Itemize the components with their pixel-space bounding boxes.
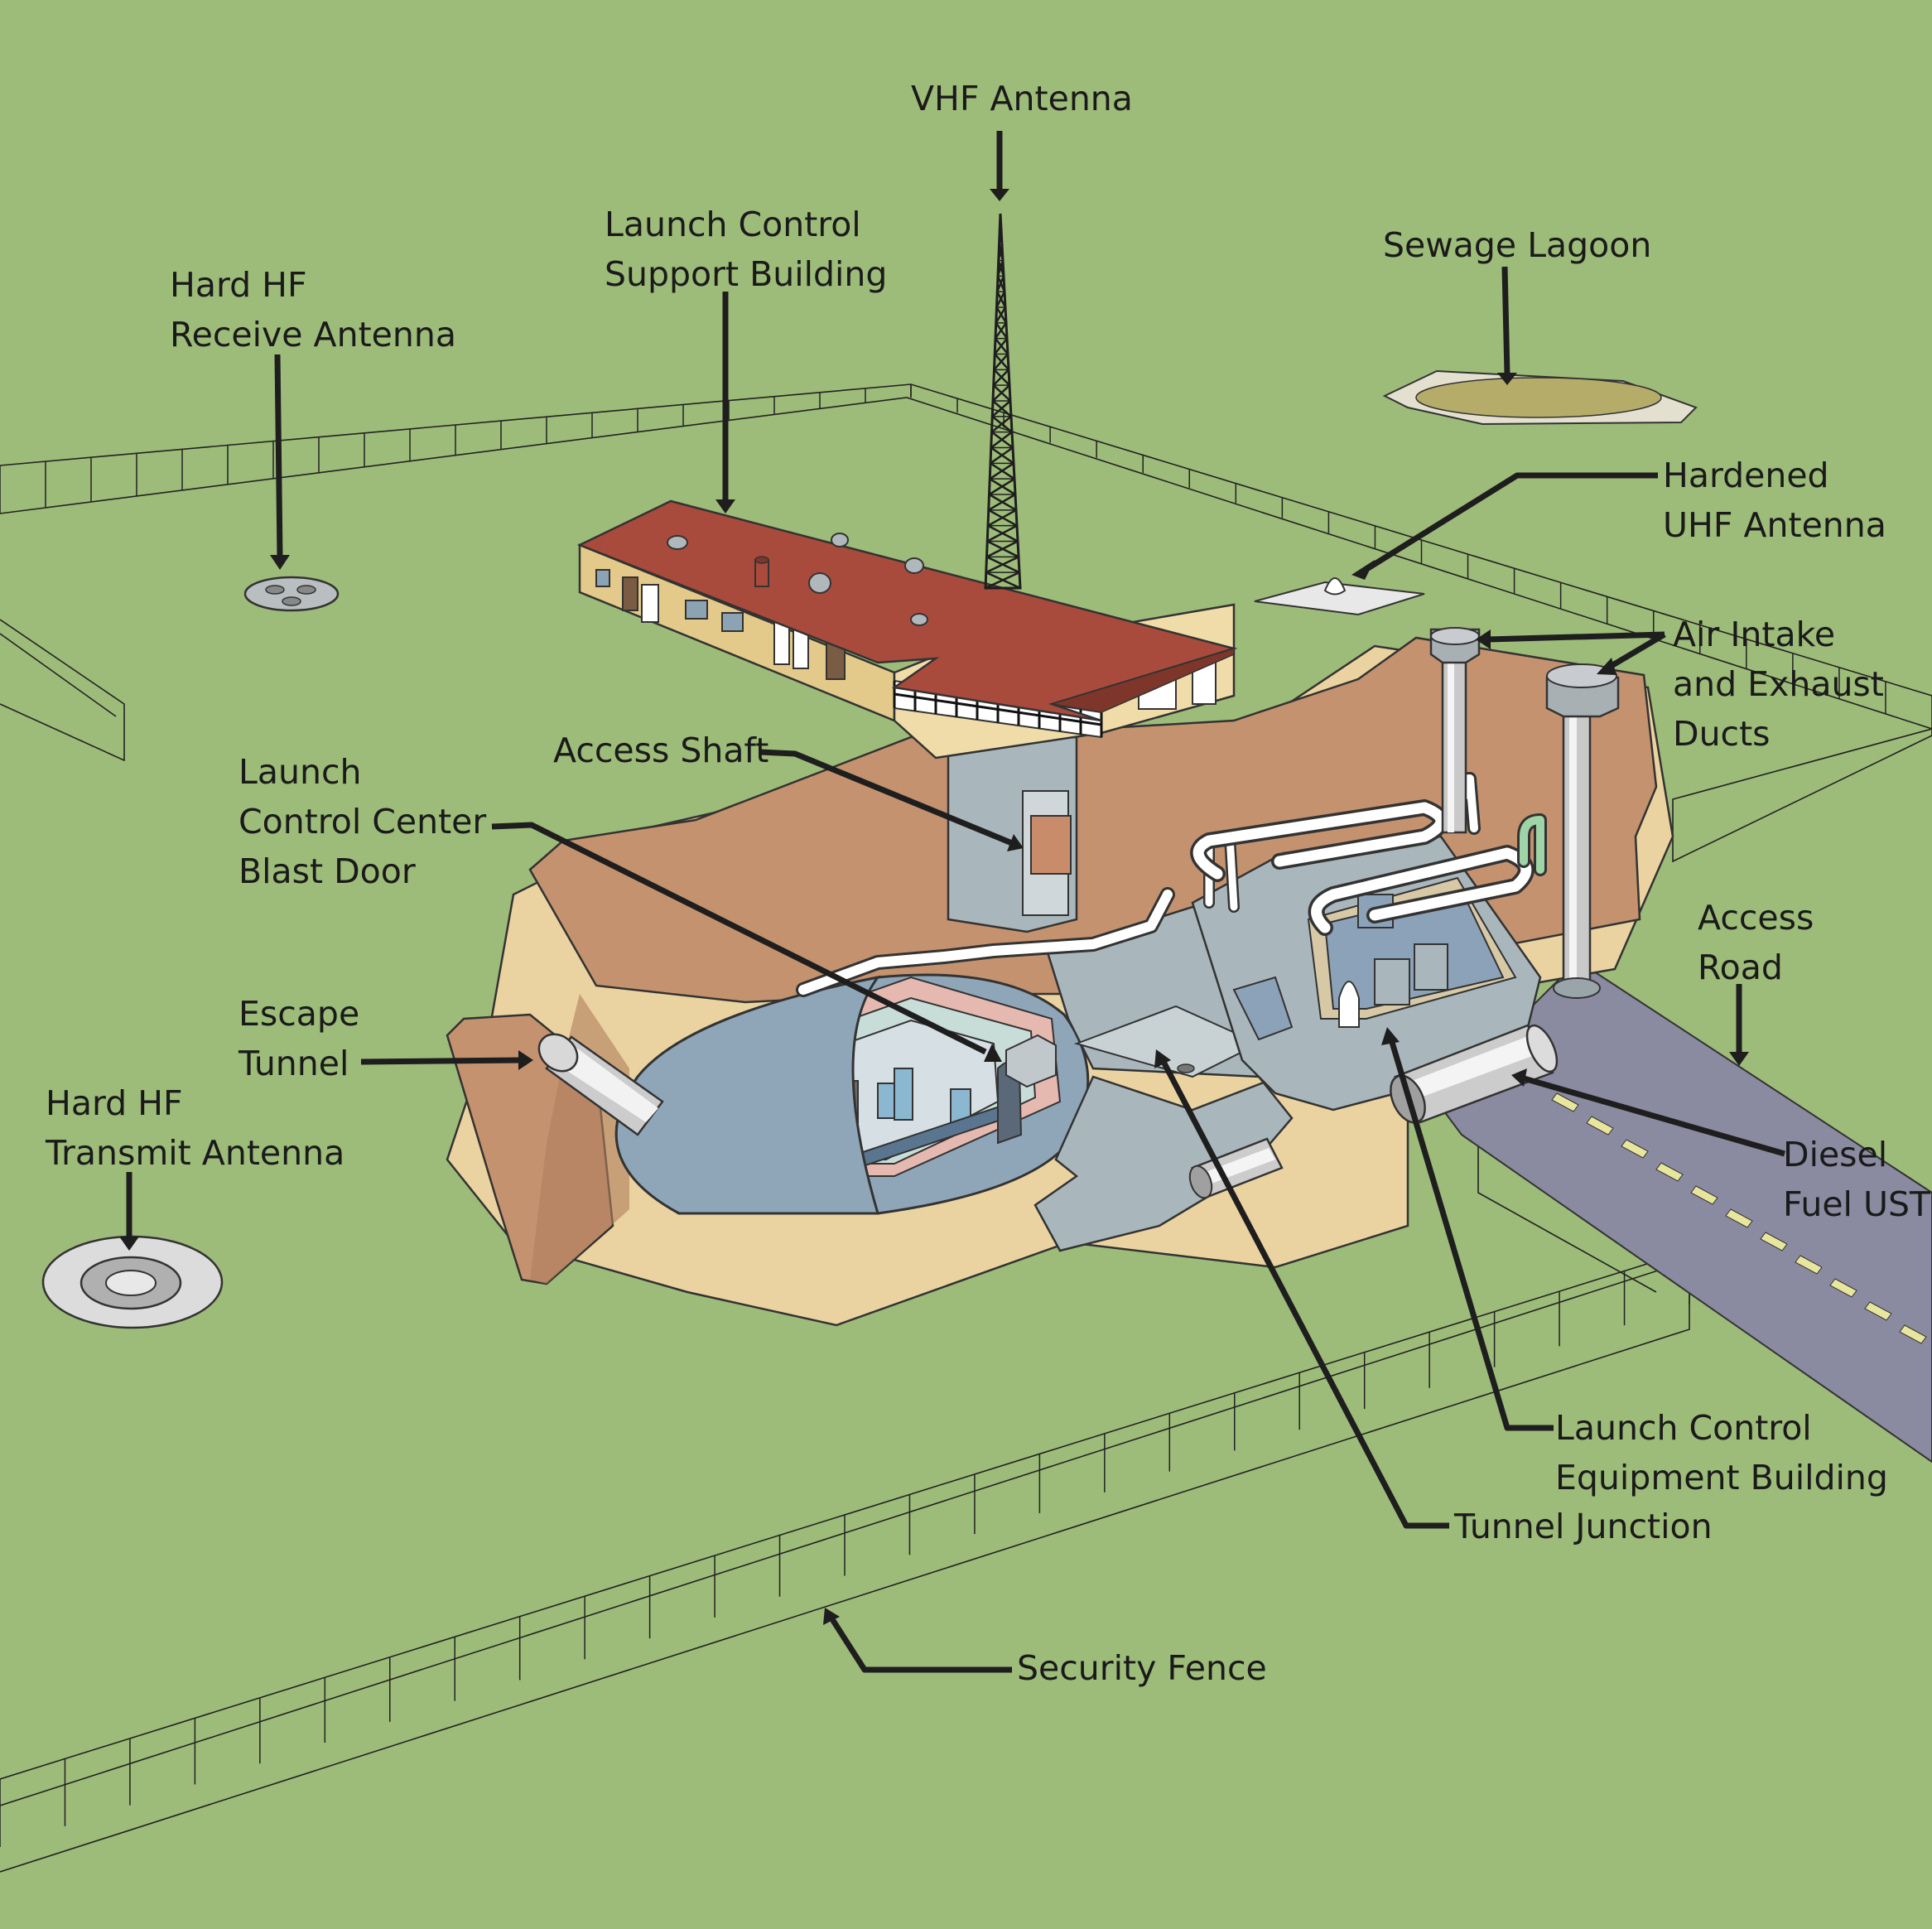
decor-line [995, 306, 1007, 324]
decor-line [992, 384, 1010, 402]
label-air-intake-line1: Air Intake [1673, 615, 1835, 654]
vhf-antenna-tower [984, 213, 1022, 590]
hard-hf-transmit-antenna [41, 1235, 224, 1329]
label-hardened-uhf-line2: UHF Antenna [1663, 505, 1886, 545]
road-stripe [1690, 1185, 1718, 1205]
label-hardened-uhf-line1: Hardened [1663, 456, 1829, 495]
road-stripe [1760, 1232, 1788, 1251]
label-access-shaft: Access Shaft [553, 731, 768, 770]
road-stripe [1829, 1278, 1857, 1298]
leader-lines [119, 131, 1785, 1673]
label-access-road-line1: Access [1698, 898, 1814, 938]
decor-line [985, 571, 1020, 590]
decor-line [998, 229, 1003, 245]
decor-line [988, 493, 1016, 511]
label-lcc-blast-door-line3: Blast Door [238, 851, 416, 891]
label-hard-hf-transmit-line1: Hard HF [46, 1083, 183, 1123]
road-stripe [1864, 1301, 1892, 1321]
launch-control-center-capsule [614, 973, 1090, 1215]
escape-tunnel [537, 1033, 664, 1136]
sewage-lagoon [1382, 369, 1698, 426]
label-sewage-lagoon: Sewage Lagoon [1383, 225, 1651, 265]
launch-control-support-building [576, 499, 1238, 933]
label-lcc-blast-door-line2: Control Center [238, 802, 486, 842]
decor-line [994, 337, 1008, 355]
air-intake-exhaust-ducts [1429, 627, 1620, 999]
road-stripe [1621, 1139, 1649, 1159]
road-stripe [1725, 1208, 1753, 1228]
label-lceb-line2: Equipment Building [1555, 1458, 1888, 1497]
decor-line [894, 692, 1102, 726]
lcc-blast-door [1005, 1034, 1057, 1088]
decor-line [996, 275, 1005, 292]
label-tunnel-junction: Tunnel Junction [1453, 1507, 1713, 1546]
label-hard-hf-receive-line2: Receive Antenna [170, 315, 456, 354]
label-lceb-line1: Launch Control [1555, 1408, 1812, 1448]
label-escape-tunnel-line2: Tunnel [238, 1044, 349, 1083]
decor-line [993, 353, 1009, 371]
label-security-fence: Security Fence [1017, 1648, 1267, 1688]
utility-conduits [796, 772, 1547, 997]
label-lcsb-line2: Support Building [605, 254, 887, 294]
label-air-intake-line3: Ducts [1673, 714, 1771, 754]
decor-line [991, 400, 1011, 417]
label-diesel-fuel-line1: Diesel [1783, 1135, 1887, 1174]
decor-line [994, 322, 1008, 340]
decor-line [995, 291, 1006, 308]
road-stripe [1655, 1162, 1684, 1182]
tunnel-pipe [1188, 1137, 1284, 1199]
launch-control-equipment-building [1191, 835, 1542, 1112]
decor-line [989, 462, 1014, 480]
label-hard-hf-transmit-line2: Transmit Antenna [45, 1133, 344, 1173]
label-air-intake-line2: and Exhaust [1673, 664, 1884, 704]
road-stripe [1551, 1092, 1579, 1112]
decor-line [990, 446, 1014, 465]
label-vhf-antenna: VHF Antenna [911, 79, 1133, 118]
diagram-labels: VHF Antenna Launch Control Support Build… [45, 79, 1931, 1688]
label-lcsb-line1: Launch Control [605, 205, 861, 244]
decor-line [985, 556, 1019, 574]
decor-line [997, 244, 1004, 261]
road-stripe [1586, 1116, 1614, 1136]
hardened-uhf-antenna [1254, 577, 1425, 616]
road-stripes [1551, 1092, 1927, 1344]
decor-line [986, 524, 1018, 543]
decor-line [990, 415, 1012, 433]
decor-line [996, 260, 1005, 277]
label-hard-hf-receive-line1: Hard HF [170, 265, 307, 305]
decor-line [985, 540, 1019, 558]
label-escape-tunnel-line1: Escape [238, 994, 359, 1034]
hard-hf-receive-antenna [243, 576, 340, 612]
label-access-road-line2: Road [1698, 948, 1783, 987]
label-diesel-fuel-line2: Fuel UST [1783, 1184, 1931, 1224]
road-stripe [1899, 1324, 1927, 1344]
decor-line [990, 431, 1013, 449]
decor-line [992, 369, 1009, 387]
decor-line [987, 509, 1017, 527]
road-stripe [1795, 1255, 1823, 1275]
label-lcc-blast-door-line1: Launch [238, 752, 361, 792]
decor-line [988, 478, 1015, 496]
